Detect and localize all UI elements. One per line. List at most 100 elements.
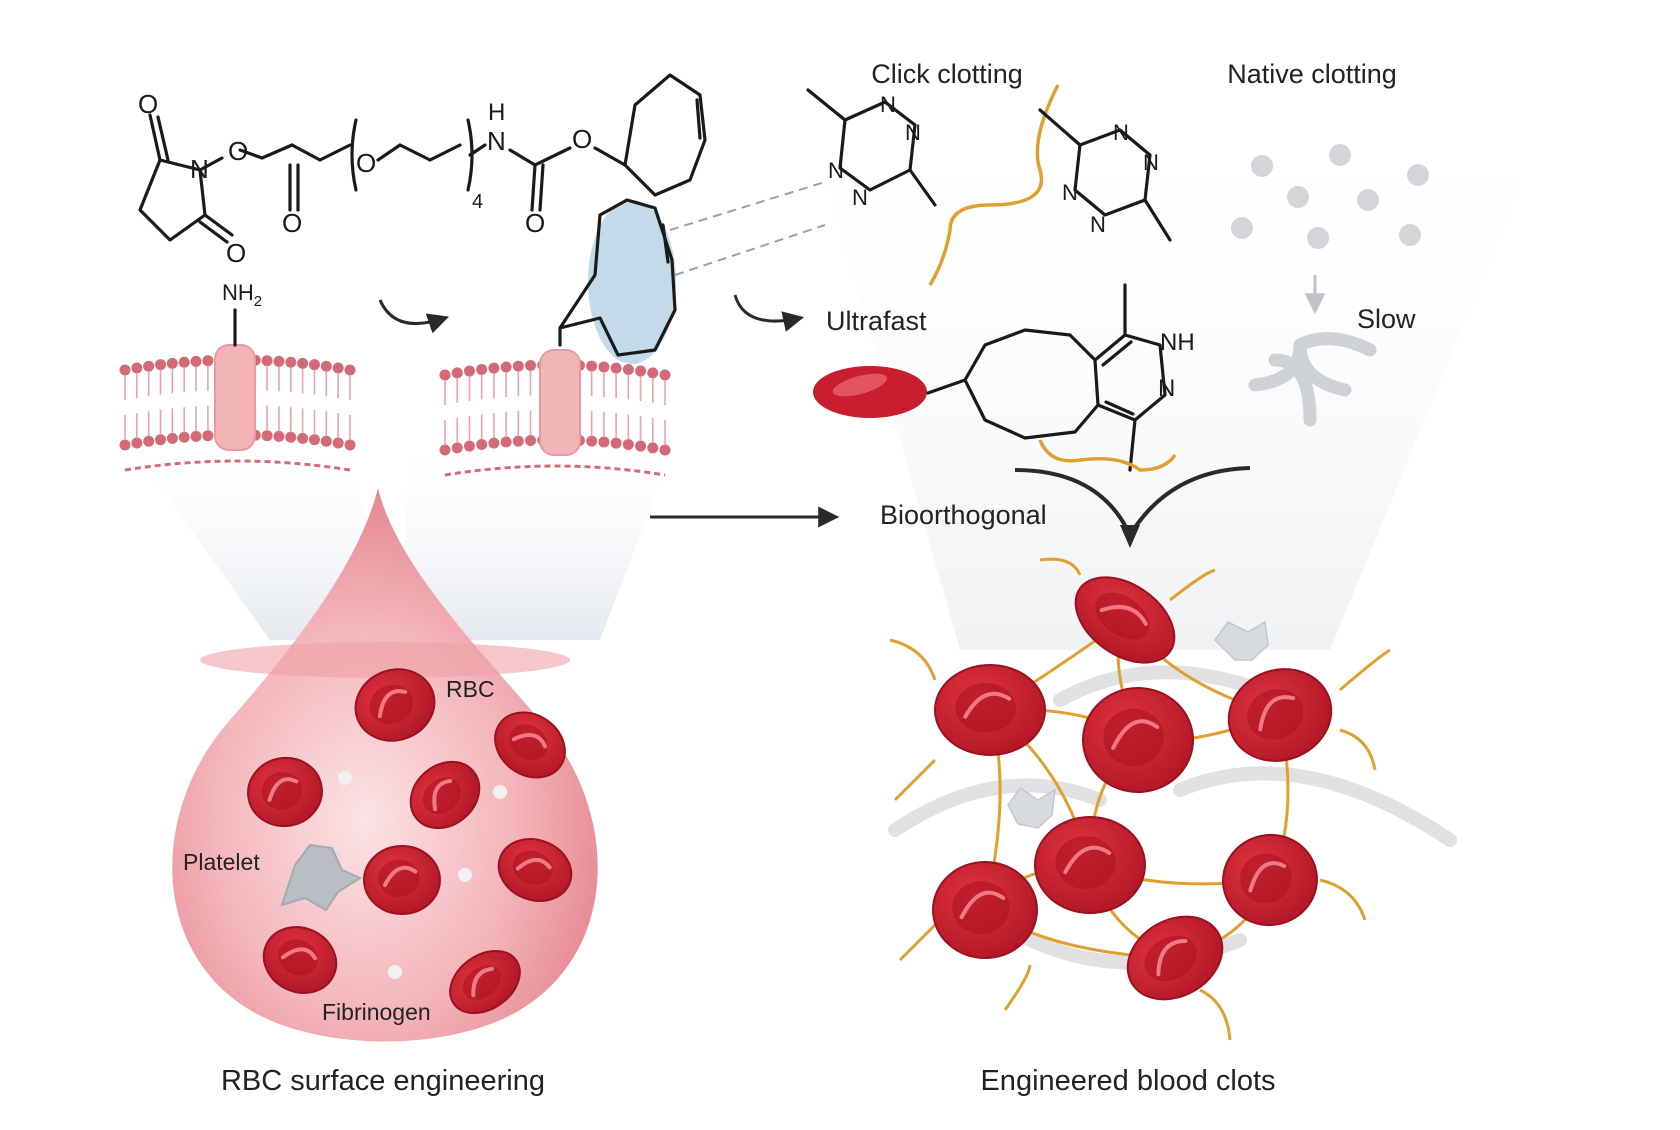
- rbc-single: [813, 366, 927, 418]
- lipid-head: [155, 359, 167, 371]
- atom-o: O: [282, 208, 302, 238]
- atom-n: N: [1062, 180, 1078, 205]
- reaction-arrow-2: [733, 294, 805, 332]
- tetrazine-1: N N N N: [806, 88, 937, 210]
- lipid-head: [143, 360, 155, 372]
- clot-rbc-cell: [1227, 668, 1333, 762]
- cytoskeleton: [444, 464, 666, 477]
- lipid-head: [659, 444, 671, 456]
- rbc-cell: [247, 756, 323, 828]
- lipid-head: [586, 435, 598, 447]
- lipid-head: [320, 360, 332, 372]
- lipid-head: [166, 432, 178, 444]
- caption-rbc-surface-engineering: RBC surface engineering: [221, 1065, 545, 1097]
- linker-strand: [1339, 728, 1377, 771]
- atom-n: N: [880, 92, 896, 117]
- linker-strand: [1039, 557, 1082, 576]
- rbc-cell: [262, 926, 338, 994]
- linker-strand: [1199, 988, 1232, 1041]
- linker-strand: [1003, 964, 1032, 1011]
- lipid-head: [610, 362, 622, 374]
- atom-nh: NH: [1160, 329, 1195, 356]
- caption-engineered-blood-clots: Engineered blood clots: [980, 1065, 1275, 1097]
- lipid-head: [525, 434, 537, 446]
- left-zoom-cone-2: [400, 430, 680, 640]
- left-zoom-cone: [120, 430, 400, 640]
- linker-strand: [928, 84, 1060, 286]
- lipid-head: [273, 355, 285, 367]
- lipid-head: [647, 367, 659, 379]
- reaction-guide-line: [669, 181, 826, 231]
- rbc-cell: [363, 845, 441, 915]
- clot-rbc-cell: [934, 664, 1046, 756]
- atom-o: O: [226, 238, 246, 268]
- clot-rbc-cell: [1126, 915, 1224, 1001]
- lipid-head: [155, 434, 167, 446]
- rbc-cell: [354, 668, 436, 742]
- rbc-single-highlight: [832, 373, 888, 397]
- rbc-cell: [494, 711, 566, 779]
- membrane-tco: [439, 349, 671, 477]
- lipid-head: [190, 430, 202, 442]
- lipid-head: [525, 359, 537, 371]
- lipid-head: [463, 365, 475, 377]
- cytoskeleton: [124, 459, 351, 472]
- clot-rbc-cell: [1034, 816, 1146, 914]
- lipid-head: [598, 436, 610, 448]
- lipid-head: [476, 363, 488, 375]
- lipid-head: [610, 437, 622, 449]
- clot-rbc-cell: [1222, 833, 1318, 927]
- lipid-head: [500, 436, 512, 448]
- lipid-head: [285, 356, 297, 368]
- fibrinogen-dots: [338, 771, 507, 979]
- linker-strand: [889, 638, 937, 681]
- atom-o: O: [356, 148, 376, 178]
- lipid-head: [451, 442, 463, 454]
- atom-n: N: [852, 185, 868, 210]
- lipid-head: [273, 430, 285, 442]
- lipid-head: [586, 360, 598, 372]
- label-fibrinogen: Fibrinogen: [322, 999, 431, 1025]
- lipid-head: [178, 356, 190, 368]
- membrane-protein: [214, 344, 256, 451]
- atom-n: N: [905, 120, 921, 145]
- label-platelet: Platelet: [183, 849, 260, 875]
- atom-n: N: [1158, 375, 1175, 402]
- atom-o: O: [572, 124, 592, 154]
- lipid-head: [451, 367, 463, 379]
- linker-strand: [1038, 439, 1177, 472]
- atom-n: N: [828, 158, 844, 183]
- peg-repeat-count: 4: [472, 191, 483, 213]
- label-bioorthogonal: Bioorthogonal: [880, 500, 1047, 530]
- tetrazine-2: N N N N: [1038, 108, 1172, 242]
- lipid-head: [439, 369, 451, 381]
- nhs-peg-tco-structure: O N O O O O 4 H N O O: [138, 73, 707, 268]
- droplet-cells: [247, 668, 573, 1015]
- tco-highlight: [588, 200, 676, 364]
- native-fibrin-polymer: [1248, 332, 1377, 427]
- lipid-head: [463, 440, 475, 452]
- label-ultrafast: Ultrafast: [826, 306, 927, 336]
- lipid-head: [261, 355, 273, 367]
- lipid-head: [332, 437, 344, 449]
- lipid-head: [598, 361, 610, 373]
- rbc-cell: [497, 838, 573, 902]
- linker-strand: [893, 758, 937, 802]
- lipid-head: [261, 430, 273, 442]
- lipid-head: [308, 359, 320, 371]
- right-zoom-cone: [800, 90, 1560, 650]
- lipid-head: [635, 365, 647, 377]
- lipid-head: [500, 361, 512, 373]
- rbc-cell: [449, 949, 521, 1015]
- linker-strand: [1319, 878, 1367, 921]
- lipid-head: [320, 435, 332, 447]
- lipid-head: [202, 355, 214, 367]
- atom-h: H: [488, 99, 505, 126]
- lipid-head: [647, 442, 659, 454]
- lipid-head: [476, 438, 488, 450]
- atom-n: N: [487, 126, 506, 156]
- lipid-head: [512, 360, 524, 372]
- lipid-head: [131, 437, 143, 449]
